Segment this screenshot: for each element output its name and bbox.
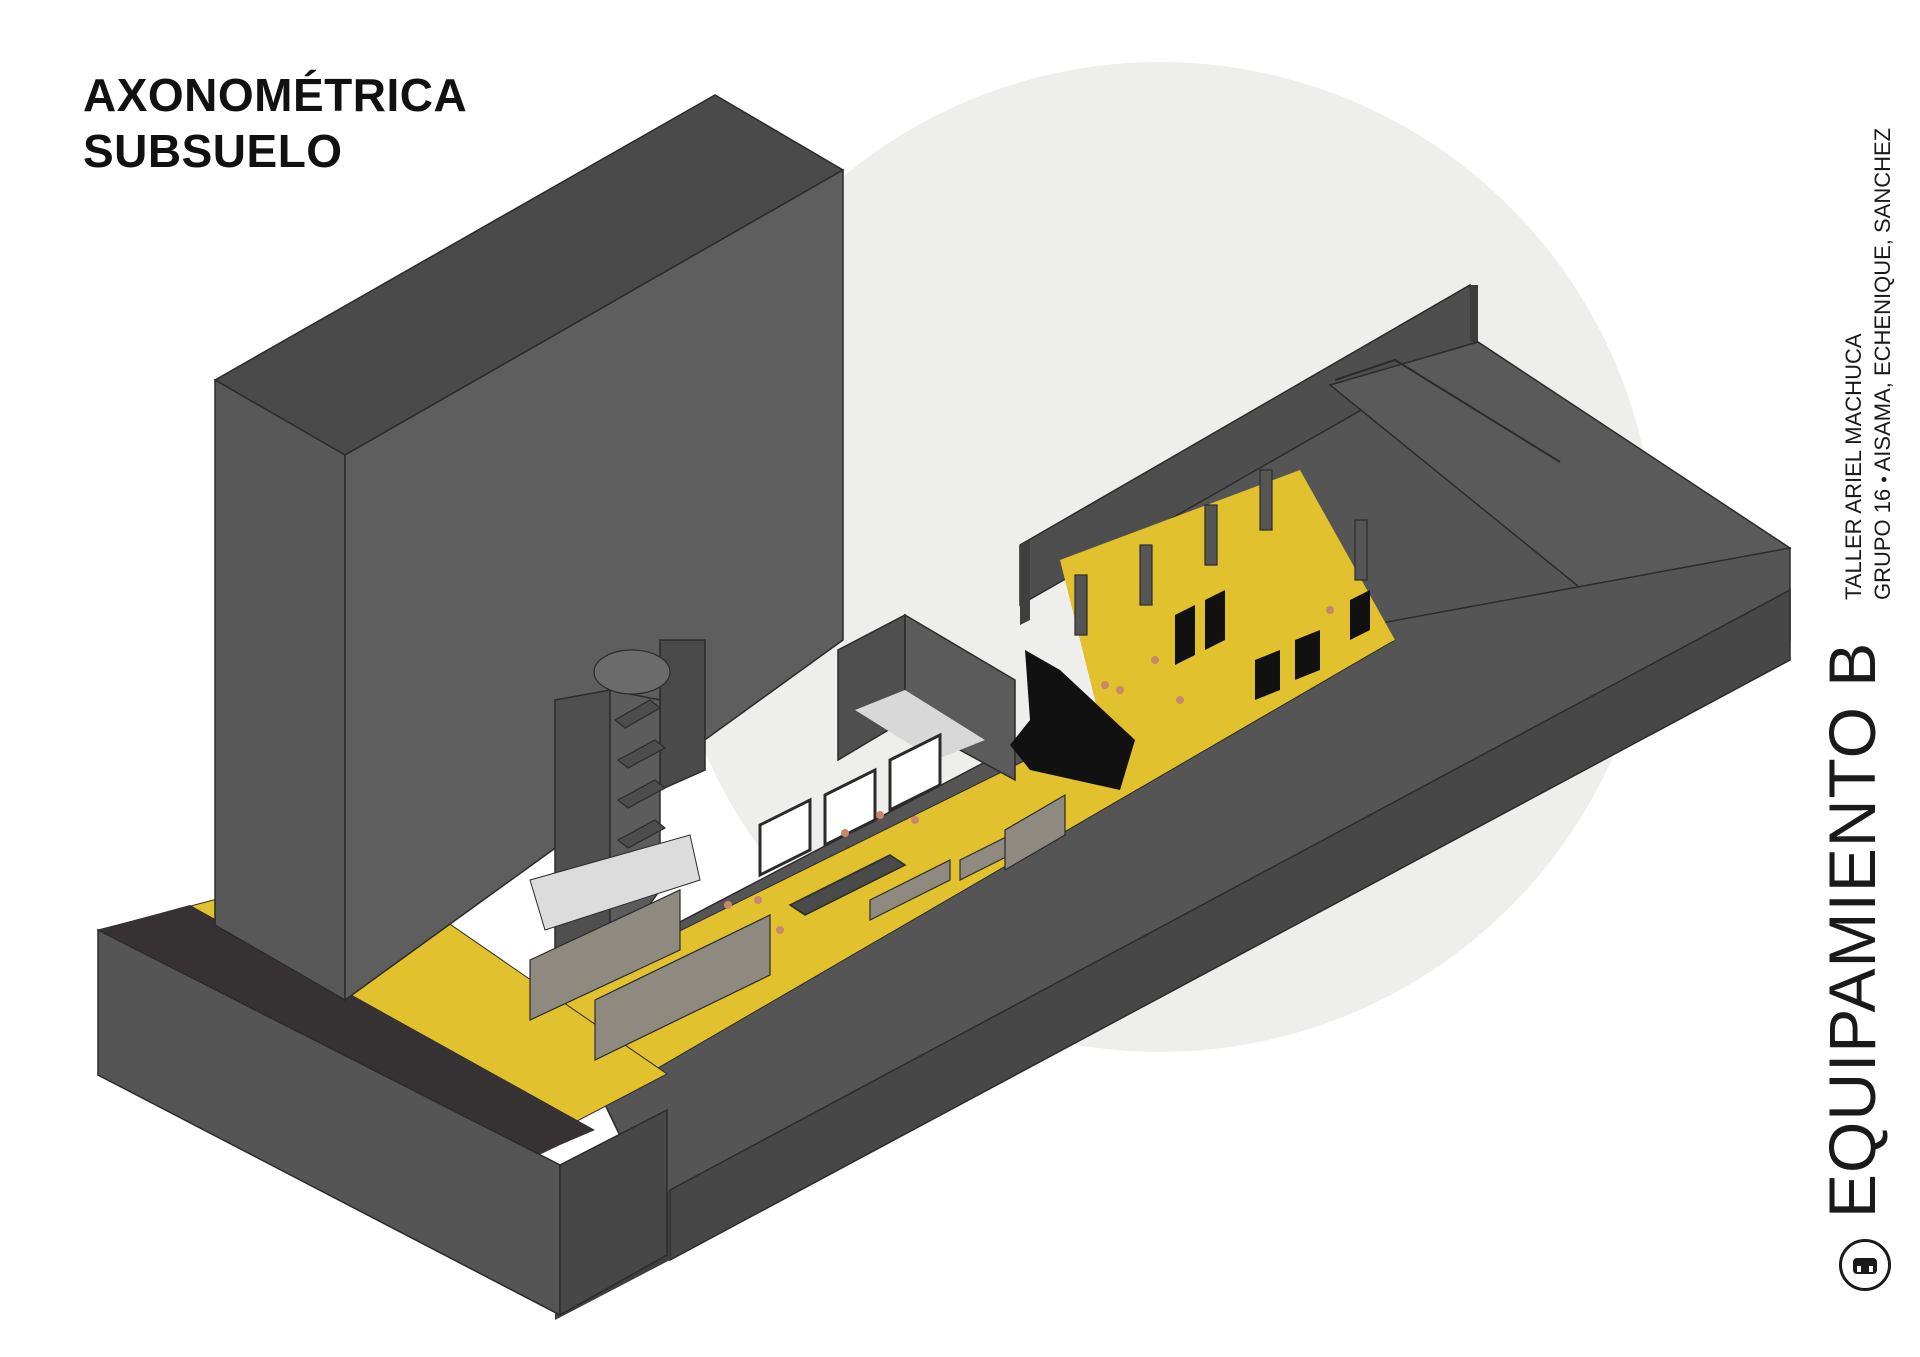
middle-wall-right — [904, 613, 1016, 782]
pillars — [1074, 469, 1368, 636]
benches — [869, 793, 1066, 921]
stair-landing — [529, 834, 701, 931]
page-title-line-2: SUBSUELO — [83, 125, 343, 177]
road-block-side — [559, 1108, 668, 1317]
house-badge-glyph — [1853, 1258, 1877, 1274]
group-credit: GRUPO 16 • AISAMA, ECHENIQUE, SANCHEZ — [1870, 128, 1896, 600]
long-table — [788, 854, 907, 916]
people — [724, 606, 1334, 934]
wooden-shelves — [529, 889, 771, 1061]
wall-screens — [758, 732, 942, 878]
authors-label: AISAMA, ECHENIQUE, SANCHEZ — [1870, 127, 1895, 472]
group-separator: • — [1874, 476, 1894, 483]
project-title: EQUIPAMIENTO B — [1815, 641, 1889, 1218]
studio-credit: TALLER ARIEL MACHUCA — [1841, 333, 1866, 600]
yellow-floor-upper — [1060, 470, 1395, 760]
road-strip-black — [98, 905, 595, 1164]
black-stair — [1010, 650, 1135, 790]
group-label: GRUPO 16 — [1870, 488, 1895, 600]
right-chamber-left-wall — [1020, 540, 1030, 625]
spiral-stair-treads — [613, 699, 667, 849]
display-panels — [1175, 590, 1370, 700]
house-badge-icon — [1839, 1239, 1891, 1291]
page-title-line-1: AXONOMÉTRICA — [83, 69, 468, 121]
tower-left-face — [214, 378, 346, 1002]
right-chamber-top-wall — [1470, 285, 1478, 342]
middle-wall-left — [837, 613, 906, 762]
tower-right-face — [344, 168, 844, 1002]
middle-floor-light — [855, 690, 985, 760]
spiral-stair-top — [593, 649, 671, 695]
right-chamber-partition — [1334, 358, 1561, 463]
